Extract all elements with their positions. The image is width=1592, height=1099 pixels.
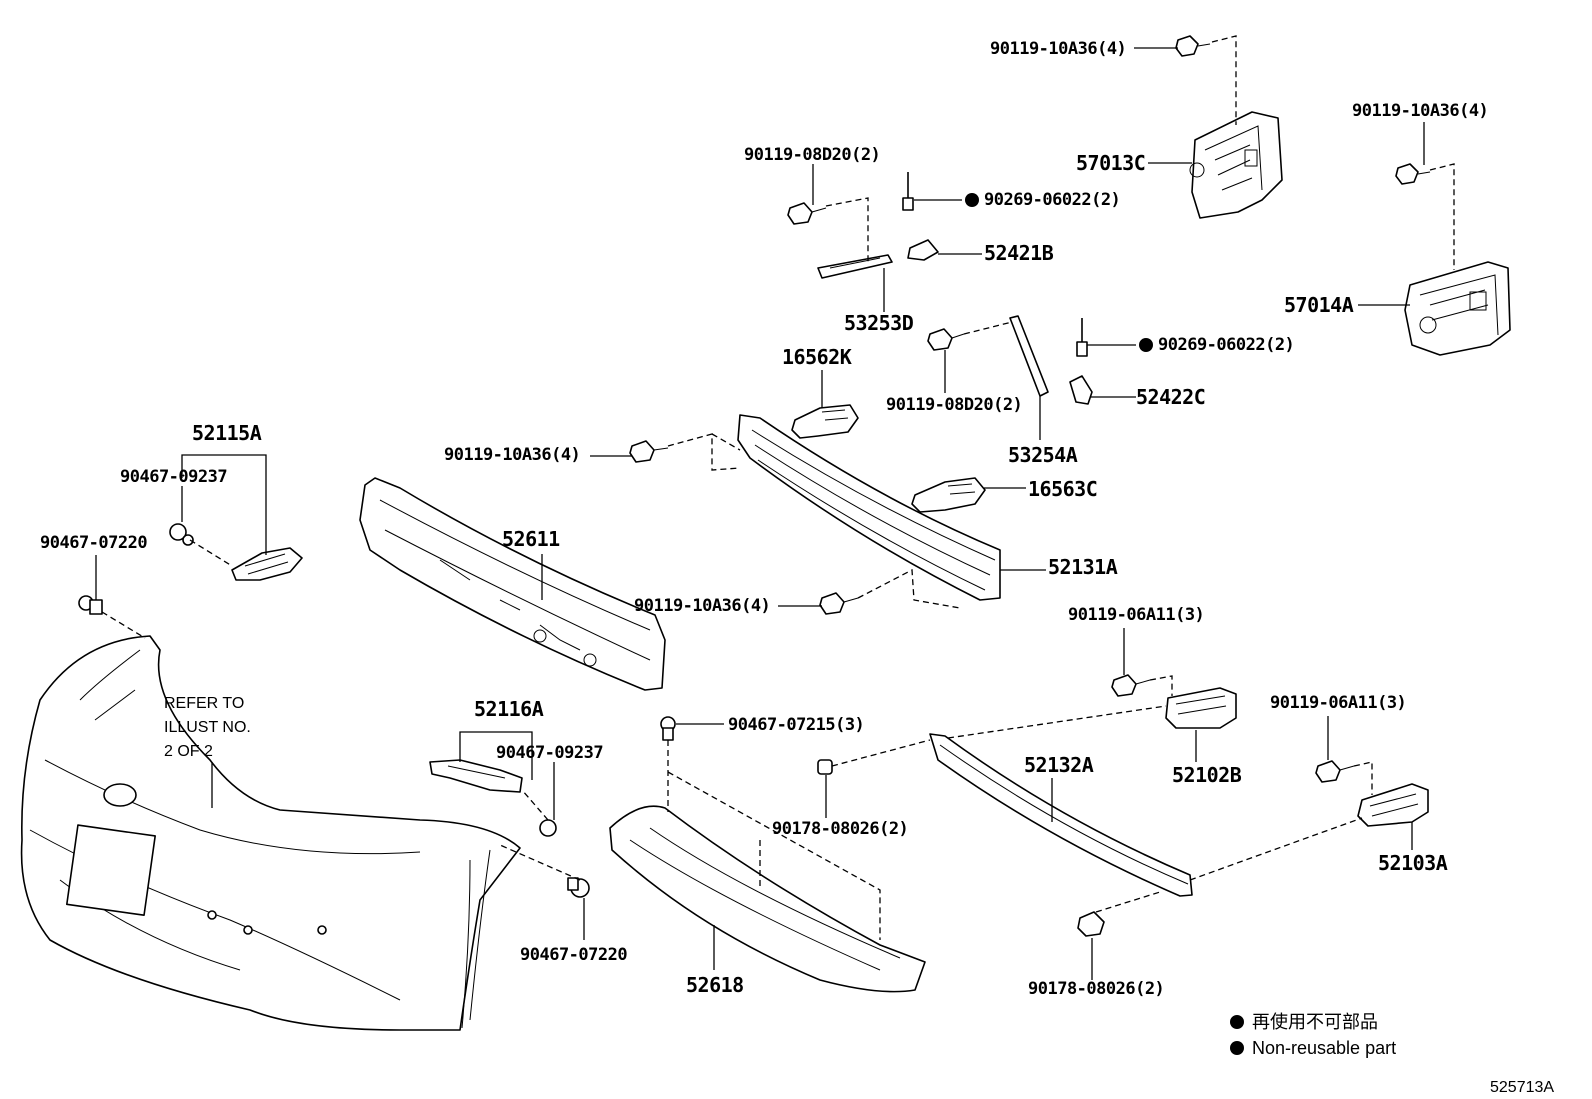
label-52422C: 52422C	[1136, 385, 1205, 409]
label-52103A: 52103A	[1378, 851, 1448, 875]
pin-icon	[902, 172, 914, 211]
leader-lines	[95, 47, 1425, 980]
part-53254A-stay	[1009, 315, 1049, 397]
part-52102B-bracket	[1165, 687, 1237, 729]
assembly-lines	[101, 35, 1455, 940]
pin-icon	[1076, 318, 1088, 357]
part-52115A-retainer	[231, 547, 303, 581]
label-90467-07220-left: 90467-07220	[40, 533, 147, 553]
label-52618: 52618	[686, 973, 744, 997]
bolt-icon	[629, 440, 669, 463]
nut-icon	[817, 759, 833, 775]
note-refer-to: REFER TO	[164, 695, 244, 712]
part-52132A-reinforcement	[929, 733, 1193, 897]
bolt-icon	[1315, 760, 1355, 783]
part-16563C-bracket	[911, 477, 986, 513]
label-53253D: 53253D	[844, 311, 914, 335]
legend-english: Non-reusable part	[1252, 1038, 1396, 1058]
label-16562K: 16562K	[782, 345, 852, 369]
non-reusable-marker-icon	[965, 193, 979, 207]
label-90119-08D20-top: 90119-08D20(2)	[744, 145, 880, 165]
bolt-icon	[819, 592, 859, 615]
label-90119-10A36-left: 90119-10A36(4)	[444, 445, 580, 465]
nut-icon	[1077, 911, 1105, 937]
screw-icon	[169, 523, 194, 546]
legend-japanese: 再使用不可部品	[1252, 1012, 1378, 1032]
label-90119-06A11-right: 90119-06A11(3)	[1270, 693, 1406, 713]
part-57014A-bracket	[1404, 261, 1511, 356]
part-16562K-bracket	[791, 404, 859, 439]
label-90467-07215: 90467-07215(3)	[728, 715, 864, 735]
label-16563C: 16563C	[1028, 477, 1097, 501]
label-90178-08026-left: 90178-08026(2)	[772, 819, 908, 839]
part-52422C-clip	[1069, 375, 1093, 405]
label-52102B: 52102B	[1172, 763, 1242, 787]
label-52131A: 52131A	[1048, 555, 1118, 579]
screw-icon	[660, 716, 676, 741]
bolt-icon	[1175, 35, 1211, 57]
bolt-icon	[1111, 674, 1151, 697]
part-52611-reinforcement	[359, 477, 666, 691]
screw-icon	[539, 819, 557, 837]
label-52421B: 52421B	[984, 241, 1054, 265]
note-2-of-2: 2 OF 2	[164, 743, 213, 760]
part-bumper-cover	[20, 635, 521, 1031]
label-57013C: 57013C	[1076, 151, 1145, 175]
label-52132A: 52132A	[1024, 753, 1094, 777]
label-90119-06A11-top: 90119-06A11(3)	[1068, 605, 1204, 625]
part-52421B-clip	[907, 239, 939, 261]
label-52116A: 52116A	[474, 697, 544, 721]
label-90269-06022-top: 90269-06022(2)	[984, 190, 1120, 210]
part-57013C-bracket	[1189, 111, 1283, 219]
label-90119-10A36-top: 90119-10A36(4)	[990, 39, 1126, 59]
label-52115A: 52115A	[192, 421, 262, 445]
label-90178-08026-bottom: 90178-08026(2)	[1028, 979, 1164, 999]
part-52618-undercover	[609, 805, 926, 993]
bolt-icon	[927, 328, 965, 351]
label-90269-06022-mid: 90269-06022(2)	[1158, 335, 1294, 355]
label-90467-09237-mid: 90467-09237	[496, 743, 603, 763]
screw-icon	[78, 595, 103, 615]
bolt-icon	[1395, 163, 1431, 185]
label-53254A: 53254A	[1008, 443, 1078, 467]
diagram-id: 525713A	[1490, 1079, 1554, 1096]
part-52131A-absorber	[737, 414, 1001, 601]
bolt-icon	[787, 202, 827, 225]
legend: 再使用不可部品 Non-reusable part	[1230, 1012, 1396, 1058]
legend-dot-icon	[1230, 1041, 1244, 1055]
part-52116A-retainer	[429, 759, 523, 793]
note-illust-no: ILLUST NO.	[164, 719, 251, 736]
part-53253D-stay	[817, 254, 893, 279]
label-90119-10A36-mid: 90119-10A36(4)	[634, 596, 770, 616]
label-90119-10A36-right: 90119-10A36(4)	[1352, 101, 1488, 121]
label-90467-09237-top: 90467-09237	[120, 467, 227, 487]
non-reusable-marker-icon	[1139, 338, 1153, 352]
label-52611: 52611	[502, 527, 560, 551]
screw-icon	[567, 877, 590, 898]
label-57014A: 57014A	[1284, 293, 1354, 317]
part-52103A-bracket	[1357, 783, 1429, 827]
label-90119-08D20-mid: 90119-08D20(2)	[886, 395, 1022, 415]
legend-dot-icon	[1230, 1015, 1244, 1029]
label-90467-07220-bottom: 90467-07220	[520, 945, 627, 965]
